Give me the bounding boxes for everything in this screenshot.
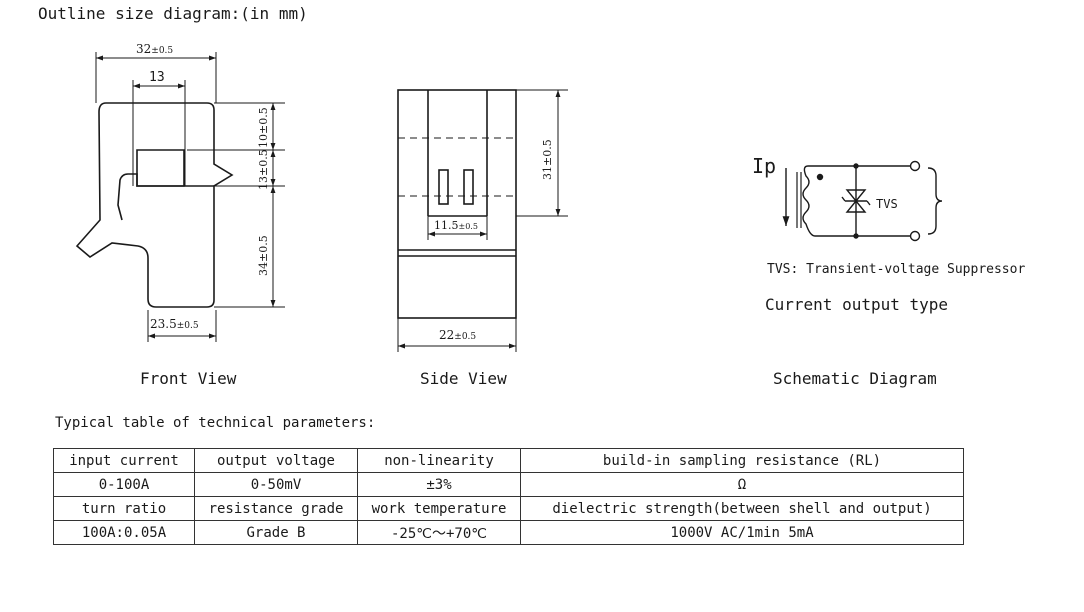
table-row: 100A:0.05A Grade B -25℃～+70℃ 1000V AC/1m… <box>53 520 964 545</box>
table-row: 0-100A 0-50mV ±3% Ω <box>53 472 964 497</box>
front-view-caption: Front View <box>140 369 237 388</box>
front-dim-13: 13 <box>149 70 165 85</box>
schematic-tvs-note: TVS: Transient-voltage Suppressor <box>767 262 1025 277</box>
side-pin-right <box>463 169 474 205</box>
table-cell: 100A:0.05A <box>53 520 195 545</box>
side-view-caption: Side View <box>420 369 507 388</box>
side-body-outline <box>397 89 517 319</box>
table-cell: resistance grade <box>194 496 358 521</box>
schematic-tvs-label: TVS <box>876 197 898 211</box>
front-window-cutout <box>128 173 214 187</box>
front-dim-right-upper: 10±0.5 <box>257 107 270 148</box>
front-view <box>75 102 234 308</box>
table-cell: dielectric strength(between shell and ou… <box>520 496 964 521</box>
table-row: input current output voltage non-lineari… <box>53 448 964 473</box>
output-brace <box>927 167 943 235</box>
table-cell: Grade B <box>194 520 358 545</box>
coil <box>802 165 816 237</box>
schematic-circuit <box>782 160 943 242</box>
side-dimensions <box>397 89 568 352</box>
table-cell: Ω <box>520 472 964 497</box>
drawings: 32±0.5 13 10±0.5 13±0.5 34±0.5 23.5±0.5 … <box>75 42 1025 352</box>
side-dim-pin: 11.5±0.5 <box>434 219 478 232</box>
side-dim-width: 22±0.5 <box>439 328 476 342</box>
front-dim-32: 32±0.5 <box>136 42 173 56</box>
front-dim-right-mid: 13±0.5 <box>257 149 270 190</box>
table-cell: turn ratio <box>53 496 195 521</box>
table-cell: input current <box>53 448 195 473</box>
parameters-table: input current output voltage non-lineari… <box>53 448 964 545</box>
front-core-arc <box>117 173 129 221</box>
side-view <box>397 89 517 319</box>
table-cell: -25℃～+70℃ <box>357 520 521 545</box>
schematic-output-type: Current output type <box>765 295 948 314</box>
side-dim-height: 31±0.5 <box>541 139 554 180</box>
front-dim-right-lower: 34±0.5 <box>257 235 270 276</box>
side-hidden-lines <box>398 137 516 197</box>
front-dimensions <box>95 52 285 342</box>
table-cell: 1000V AC/1min 5mA <box>520 520 964 545</box>
schematic-ip-label: Ip <box>752 154 776 178</box>
table-cell: work temperature <box>357 496 521 521</box>
table-row: turn ratio resistance grade work tempera… <box>53 496 964 521</box>
table-cell: ±3% <box>357 472 521 497</box>
tvs-symbol <box>841 189 871 213</box>
table-title: Typical table of technical parameters: <box>55 415 376 431</box>
schematic-caption: Schematic Diagram <box>773 369 937 388</box>
table-cell: non-linearity <box>357 448 521 473</box>
front-body-outline <box>75 102 234 308</box>
outline-title: Outline size diagram:(in mm) <box>38 4 308 23</box>
table-cell: build-in sampling resistance (RL) <box>520 448 964 473</box>
table-cell: output voltage <box>194 448 358 473</box>
table-cell: 0-100A <box>53 472 195 497</box>
side-pin-left <box>438 169 449 205</box>
front-dim-bottom: 23.5±0.5 <box>150 317 199 331</box>
front-inner-jaw <box>136 149 185 187</box>
table-cell: 0-50mV <box>194 472 358 497</box>
